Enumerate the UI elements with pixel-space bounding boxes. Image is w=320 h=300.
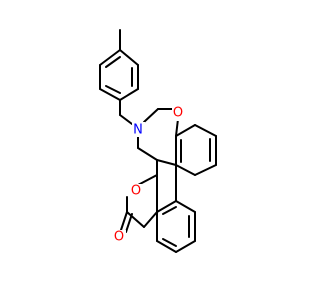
bond bbox=[194, 124, 217, 137]
bond bbox=[99, 49, 121, 66]
bond bbox=[105, 56, 121, 68]
bond bbox=[175, 200, 196, 213]
bond bbox=[175, 118, 179, 137]
atom-background bbox=[130, 184, 143, 199]
molecule-diagram: N O O O bbox=[99, 29, 217, 253]
bond bbox=[162, 206, 177, 215]
structure-canvas: N O O O bbox=[99, 29, 217, 253]
atom-o-ring: O bbox=[173, 106, 183, 121]
bond bbox=[119, 114, 133, 125]
bond bbox=[156, 200, 177, 213]
atom-n: N bbox=[133, 123, 143, 138]
bond bbox=[105, 85, 121, 94]
atom-labels: N O O O bbox=[113, 106, 185, 245]
atom-o-lactone: O bbox=[131, 184, 141, 199]
bond bbox=[175, 124, 196, 137]
atom-background bbox=[113, 230, 126, 245]
bond bbox=[119, 49, 139, 66]
bond bbox=[126, 211, 145, 228]
bond bbox=[137, 174, 158, 186]
bond bbox=[156, 240, 177, 253]
bond bbox=[156, 159, 177, 166]
bonds bbox=[99, 29, 217, 253]
bond bbox=[175, 240, 196, 253]
bond bbox=[120, 211, 128, 231]
bond bbox=[175, 164, 196, 176]
bond bbox=[99, 88, 121, 101]
atom-background bbox=[172, 106, 185, 121]
bond bbox=[137, 147, 158, 161]
bond bbox=[125, 213, 133, 233]
bond bbox=[162, 238, 177, 247]
atom-o-carbonyl: O bbox=[114, 230, 124, 245]
bond bbox=[119, 88, 139, 101]
bond bbox=[143, 108, 159, 123]
bond bbox=[194, 164, 217, 176]
atom-background bbox=[132, 122, 145, 137]
bond bbox=[143, 211, 158, 228]
